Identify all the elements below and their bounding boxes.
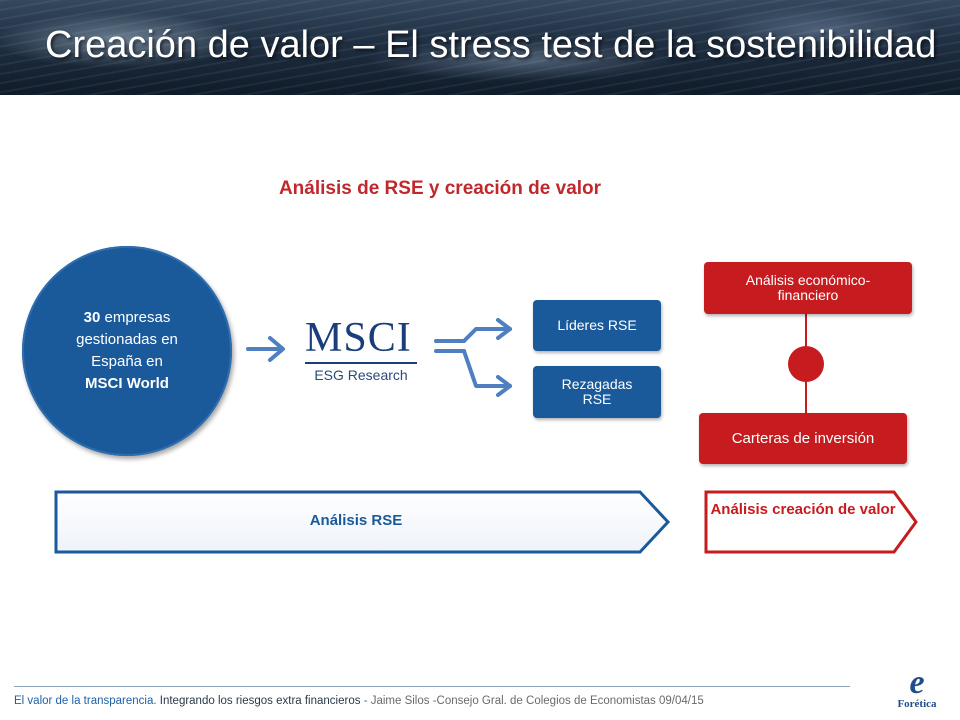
- section-subtitle: Análisis de RSE y creación de valor: [278, 178, 602, 199]
- footer-part2: Integrando los riesgos extra financieros: [156, 695, 364, 707]
- company-count: 30: [83, 309, 101, 326]
- circle-line2: gestionadas en: [76, 331, 178, 348]
- msci-logo: MSCI ESG Research: [305, 315, 423, 388]
- economic-analysis-label: Análisis económico-financiero: [745, 272, 871, 303]
- link-node: [788, 346, 824, 382]
- companies-circle: 30 empresas gestionadas en España en MSC…: [22, 246, 232, 456]
- arrow-right-icon: [246, 336, 285, 362]
- header-banner: Creación de valor – El stress test de la…: [0, 0, 960, 95]
- economic-analysis-box: Análisis económico-financiero: [704, 262, 912, 314]
- rse-chevron-shape: [54, 490, 671, 554]
- value-chevron-shape: [704, 490, 918, 554]
- leaders-box: Líderes RSE: [533, 300, 661, 351]
- slide-title: Creación de valor – El stress test de la…: [45, 24, 937, 66]
- footer-part1: El valor de la transparencia.: [14, 695, 157, 707]
- msci-wordmark: MSCI: [305, 315, 412, 361]
- portfolios-box: Carteras de inversión: [699, 413, 907, 464]
- foretica-logo: e Forética: [886, 664, 948, 714]
- water-background: [0, 0, 960, 95]
- circle-line3: España en: [91, 353, 163, 370]
- fork-arrow-icon: [434, 318, 512, 397]
- circle-line4: MSCI World: [85, 375, 169, 392]
- foretica-e-icon: e: [909, 664, 925, 701]
- logo-divider: [305, 362, 417, 364]
- leaders-label: Líderes RSE: [557, 317, 637, 333]
- portfolios-label: Carteras de inversión: [731, 430, 875, 447]
- footer-part3: - Jaime Silos -Consejo Gral. de Colegios…: [363, 695, 704, 707]
- value-analysis-label: Análisis creación de valor: [710, 501, 896, 518]
- rse-analysis-label: Análisis RSE: [309, 512, 403, 529]
- foretica-name: Forética: [897, 698, 937, 710]
- laggards-label: Rezagadas RSE: [561, 376, 633, 407]
- circle-line1: empresas: [100, 309, 171, 326]
- laggards-box: Rezagadas RSE: [533, 366, 661, 418]
- footer-divider: [14, 686, 850, 687]
- msci-esg-research: ESG Research: [314, 367, 408, 383]
- footer-text: El valor de la transparencia. Integrando…: [14, 695, 704, 707]
